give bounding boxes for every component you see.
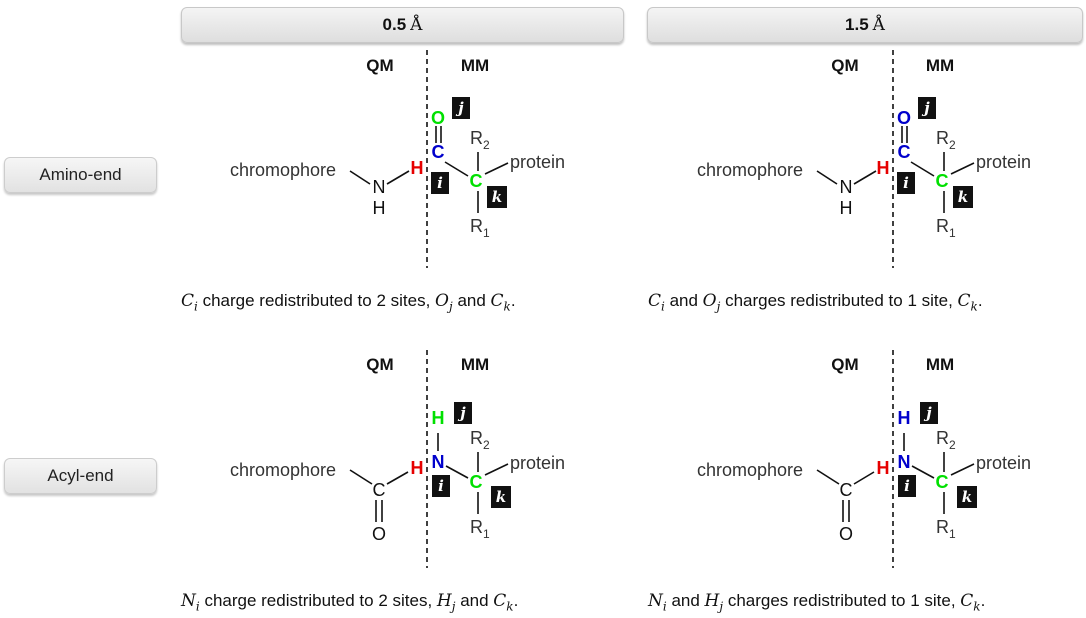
badge-i-label: i xyxy=(904,477,910,495)
protein-label: protein xyxy=(976,453,1031,473)
atom-chrom-o: O xyxy=(372,524,386,544)
chromophore-label: chromophore xyxy=(697,160,803,180)
atom-carbonyl-c: C xyxy=(432,142,445,162)
atom-carbonyl-o: O xyxy=(431,108,445,128)
caption-acyl-0-5: Ni charge redistributed to 2 sites, Hj a… xyxy=(181,591,519,614)
badge-k xyxy=(491,486,511,508)
row-label-amino-end: Amino-end xyxy=(4,157,157,193)
atom-nh-h: H xyxy=(840,198,853,218)
panel-amino-1-5: QM MM chromophore N H H C O C R2 protein… xyxy=(697,50,1031,268)
atom-amide-n: N xyxy=(898,452,911,472)
badge-j xyxy=(918,97,936,119)
atom-n: N xyxy=(373,177,386,197)
atom-carbonyl-c: C xyxy=(898,142,911,162)
badge-i-label: i xyxy=(438,477,444,495)
atom-link-h: H xyxy=(411,458,424,478)
badge-i xyxy=(898,475,916,497)
atom-alpha-c: C xyxy=(936,171,949,191)
qm-label: QM xyxy=(366,355,393,374)
caption-acyl-1-5: Ni and Hj charges redistributed to 1 sit… xyxy=(648,591,986,614)
atom-link-h: H xyxy=(877,458,890,478)
column-header-unit: Å xyxy=(872,15,885,35)
chromophore-label: chromophore xyxy=(697,460,803,480)
badge-i-label: i xyxy=(903,174,909,192)
r1-label: R1 xyxy=(470,517,490,541)
badge-k-label: k xyxy=(962,488,972,506)
badge-i xyxy=(431,172,449,194)
badge-k xyxy=(957,486,977,508)
badge-k xyxy=(487,186,507,208)
mm-label: MM xyxy=(461,56,489,75)
atom-amide-h: H xyxy=(898,408,911,428)
atom-chrom-c: C xyxy=(840,480,853,500)
chromophore-label: chromophore xyxy=(230,160,336,180)
atom-chrom-c: C xyxy=(373,480,386,500)
atom-link-h: H xyxy=(877,158,890,178)
atom-alpha-c: C xyxy=(470,472,483,492)
column-header-value: 0.5 xyxy=(382,15,407,34)
column-header-1-5: 1.5 Å xyxy=(647,7,1083,43)
badge-j-label: j xyxy=(923,404,932,422)
column-header-value: 1.5 xyxy=(845,15,869,34)
atom-amide-n: N xyxy=(432,452,445,472)
badge-k-label: k xyxy=(958,188,968,206)
atom-chrom-o: O xyxy=(839,524,853,544)
column-header-0-5: 0.5 Å xyxy=(181,7,624,43)
r1-label: R1 xyxy=(936,216,956,240)
badge-j-label: j xyxy=(457,404,466,422)
r2-label: R2 xyxy=(470,428,490,452)
r2-label: R2 xyxy=(936,128,956,152)
r1-label: R1 xyxy=(470,216,490,240)
atom-amide-h: H xyxy=(432,408,445,428)
atom-carbonyl-o: O xyxy=(897,108,911,128)
badge-i-label: i xyxy=(437,174,443,192)
caption-amino-0-5: Ci charge redistributed to 2 sites, Oj a… xyxy=(181,291,516,314)
mm-label: MM xyxy=(926,355,954,374)
qm-label: QM xyxy=(831,56,858,75)
caption-amino-1-5: Ci and Oj charges redistributed to 1 sit… xyxy=(648,291,983,314)
protein-label: protein xyxy=(510,152,565,172)
protein-label: protein xyxy=(510,453,565,473)
r2-label: R2 xyxy=(936,428,956,452)
badge-j xyxy=(454,402,472,424)
badge-i xyxy=(897,172,915,194)
row-label-acyl-end: Acyl-end xyxy=(4,458,157,494)
qm-label: QM xyxy=(366,56,393,75)
panel-acyl-0-5: QM MM chromophore C O H N H C R2 protein… xyxy=(230,350,565,568)
chromophore-label: chromophore xyxy=(230,460,336,480)
r2-label: R2 xyxy=(470,128,490,152)
mm-label: MM xyxy=(461,355,489,374)
atom-n: N xyxy=(840,177,853,197)
protein-label: protein xyxy=(976,152,1031,172)
atom-nh-h: H xyxy=(373,198,386,218)
badge-k xyxy=(953,186,973,208)
atom-alpha-c: C xyxy=(470,171,483,191)
mm-label: MM xyxy=(926,56,954,75)
panel-amino-0-5: QM MM chromophore N H H C O C R2 protein… xyxy=(230,50,565,268)
badge-i xyxy=(432,475,450,497)
badge-k-label: k xyxy=(496,488,506,506)
column-header-unit: Å xyxy=(410,15,423,35)
badge-j-label: j xyxy=(455,99,464,117)
badge-j xyxy=(920,402,938,424)
panel-acyl-1-5: QM MM chromophore C O H N H C R2 protein… xyxy=(697,350,1031,568)
badge-j xyxy=(452,97,470,119)
qm-label: QM xyxy=(831,355,858,374)
atom-alpha-c: C xyxy=(936,472,949,492)
badge-k-label: k xyxy=(492,188,502,206)
atom-link-h: H xyxy=(411,158,424,178)
badge-j-label: j xyxy=(921,99,930,117)
r1-label: R1 xyxy=(936,517,956,541)
